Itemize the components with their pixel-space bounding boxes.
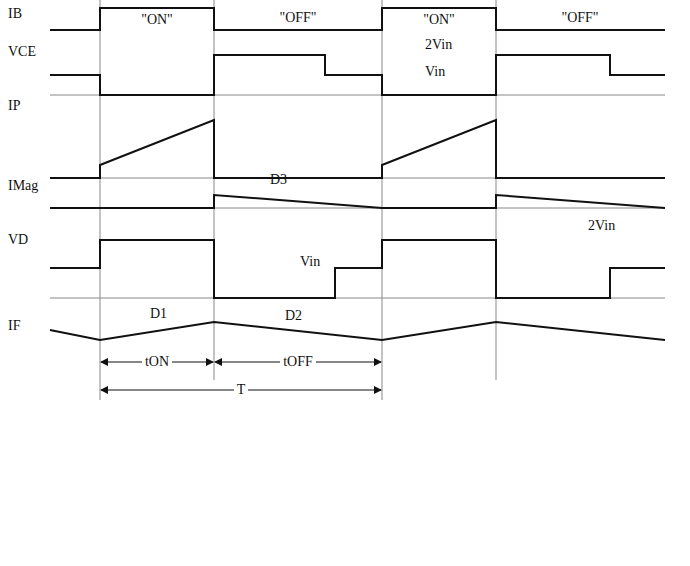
- level-label: Vin: [300, 254, 320, 270]
- diode-label: D3: [270, 172, 287, 188]
- grid-lines: [50, 0, 665, 400]
- signal-name: VD: [8, 232, 28, 248]
- level-label: 2Vin: [588, 218, 615, 234]
- level-label: Vin: [425, 64, 445, 80]
- level-label: 2Vin: [425, 37, 452, 53]
- signal-name: IP: [8, 98, 20, 114]
- signal-name: IMag: [8, 178, 38, 194]
- signal-name: IF: [8, 318, 20, 334]
- state-label: "OFF": [279, 10, 316, 26]
- state-label: "ON": [141, 12, 173, 28]
- time-label: tON: [142, 354, 172, 370]
- waveforms: [50, 8, 665, 340]
- diode-label: D2: [285, 308, 302, 324]
- state-label: "OFF": [561, 10, 598, 26]
- state-label: "ON": [423, 12, 455, 28]
- signal-name: IB: [8, 6, 22, 22]
- signal-name: VCE: [8, 44, 36, 60]
- time-label: T: [234, 382, 249, 398]
- time-label: tOFF: [280, 354, 316, 370]
- diode-label: D1: [150, 306, 167, 322]
